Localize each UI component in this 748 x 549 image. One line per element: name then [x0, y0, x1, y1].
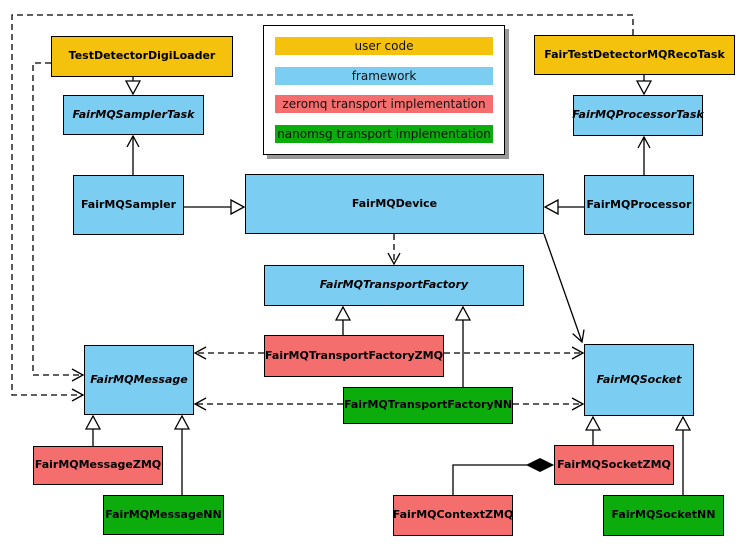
edge-device-socket — [543, 233, 585, 344]
node-fairmqmessagenn: FairMQMessageNN — [103, 495, 224, 535]
node-fairmqprocessortask: FairMQProcessorTask — [572, 95, 704, 136]
legend: user code framework zeromq transport imp… — [263, 25, 505, 155]
node-fairmqsampler: FairMQSampler — [73, 175, 184, 235]
legend-item-zeromq: zeromq transport implementation — [275, 95, 493, 113]
node-fairmqtransportfactoryzmq: FairMQTransportFactoryZMQ — [264, 335, 444, 377]
legend-item-nanomsg: nanomsg transport implementation — [275, 125, 493, 143]
edge-digiloader-message — [32, 62, 85, 382]
node-fairmqsocketzmq: FairMQSocketZMQ — [554, 445, 674, 485]
node-fairmqmessagezmq: FairMQMessageZMQ — [33, 446, 163, 485]
legend-item-user-code: user code — [275, 37, 493, 55]
node-fairmqtransportfactory: FairMQTransportFactory — [264, 265, 524, 306]
node-fairmqsocketnn: FairMQSocketNN — [603, 495, 724, 536]
node-fairmqsamplertask: FairMQSamplerTask — [63, 95, 204, 135]
node-fairmqdevice: FairMQDevice — [245, 174, 544, 234]
edge-recotask-message — [11, 14, 634, 402]
node-fairmqmessage: FairMQMessage — [84, 345, 194, 415]
node-fairmqtransportfactorynn: FairMQTransportFactoryNN — [343, 387, 513, 424]
node-fairtestdetectormqrecotask: FairTestDetectorMQRecoTask — [534, 35, 735, 75]
composition-diamond — [525, 457, 555, 473]
node-fairmqsocket: FairMQSocket — [584, 344, 694, 416]
node-fairmqcontextzmq: FairMQContextZMQ — [393, 495, 513, 536]
node-fairmqprocessor: FairMQProcessor — [584, 175, 694, 235]
edge-contextzmq-socketzmq — [452, 464, 527, 495]
legend-item-framework: framework — [275, 67, 493, 85]
node-testdetectordigiloader: TestDetectorDigiLoader — [51, 36, 233, 77]
